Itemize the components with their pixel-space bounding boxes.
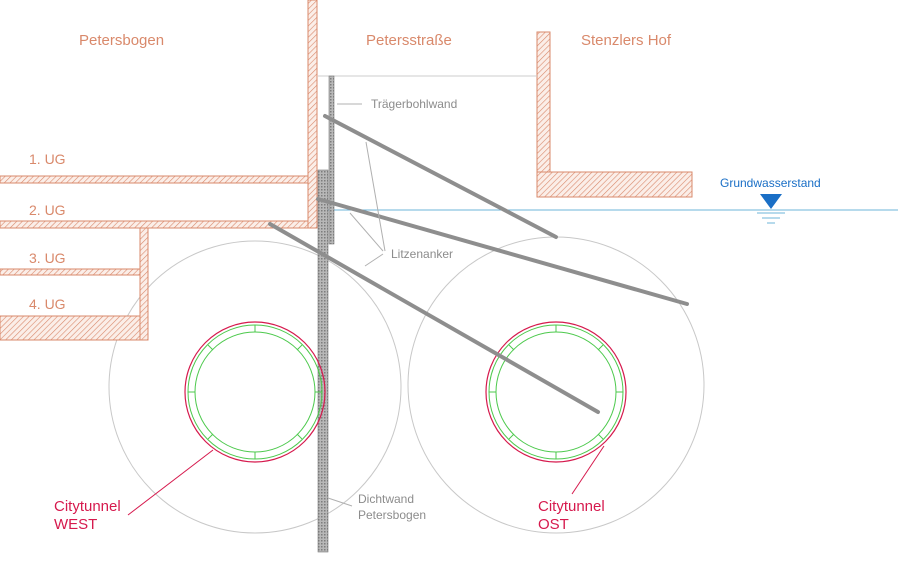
tunnel-west [184, 321, 326, 463]
label-floor-1: 1. UG [29, 151, 66, 167]
beam-wall [328, 75, 335, 245]
label-tunnel-east-2: OST [538, 516, 569, 533]
building-petersbogen [0, 0, 318, 341]
tunnel-ost-leader [571, 445, 605, 495]
tunnel-east-outer-circle [407, 236, 705, 534]
seal-wall-leader [327, 497, 353, 507]
label-floor-2: 2. UG [29, 202, 66, 218]
label-tunnel-west-1: Citytunnel [54, 498, 121, 515]
anchor-1 [323, 114, 558, 239]
label-petersstrasse: Petersstraße [366, 32, 452, 49]
tunnel-ost [485, 321, 627, 463]
tunnel-west-leader [127, 449, 214, 516]
label-stenzlers-hof: Stenzlers Hof [581, 32, 672, 49]
label-floor-4: 4. UG [29, 296, 66, 312]
label-seal-wall-2: Petersbogen [358, 508, 426, 522]
tunnel-west-outer-circle [108, 240, 402, 534]
label-tunnel-west-2: WEST [54, 516, 97, 533]
label-tunnel-east-1: Citytunnel [538, 498, 605, 515]
label-petersbogen: Petersbogen [79, 32, 164, 49]
seal-wall [317, 169, 329, 553]
groundwater-marker-icon [757, 194, 785, 224]
anchor-3 [268, 222, 600, 414]
label-beam-wall: Trägerbohlwand [371, 97, 457, 111]
label-floor-3: 3. UG [29, 250, 66, 266]
building-stenzlers-hof [536, 31, 693, 198]
label-groundwater: Grundwasserstand [720, 176, 821, 190]
strand-anchors [268, 114, 689, 414]
anchor-2 [316, 197, 689, 306]
anchor-leaders [349, 141, 386, 267]
label-anchors: Litzenanker [391, 247, 453, 261]
label-seal-wall-1: Dichtwand [358, 492, 414, 506]
